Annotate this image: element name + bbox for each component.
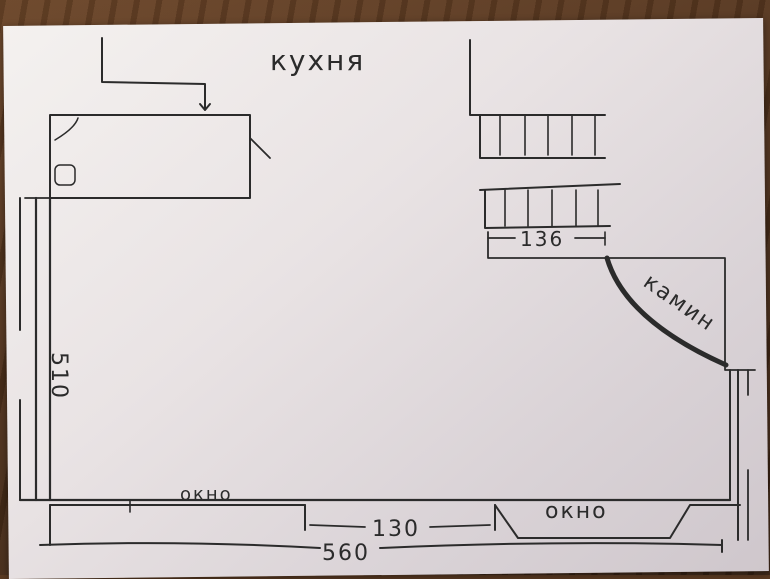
fireplace-label: камин <box>639 269 721 337</box>
left-wall <box>24 196 52 502</box>
kitchen-doorway <box>101 37 211 111</box>
window-gap-dimension-line <box>309 524 491 528</box>
fireplace-wall <box>604 255 729 368</box>
left-wall-length-label: 510 <box>46 352 71 400</box>
window-gap-label: 130 <box>372 517 420 542</box>
bathroom-block <box>49 114 271 199</box>
staircase <box>469 39 621 229</box>
left-window-label: окно <box>180 484 233 505</box>
right-window-label: окно <box>545 499 608 524</box>
kitchen-label: кухня <box>270 44 365 77</box>
stairs-width-label: 136 <box>520 227 564 251</box>
total-width-label: 560 <box>322 541 370 566</box>
stairs-dimension-line <box>487 231 756 371</box>
width-dimension-line <box>39 539 723 553</box>
bottom-wall <box>18 369 741 546</box>
